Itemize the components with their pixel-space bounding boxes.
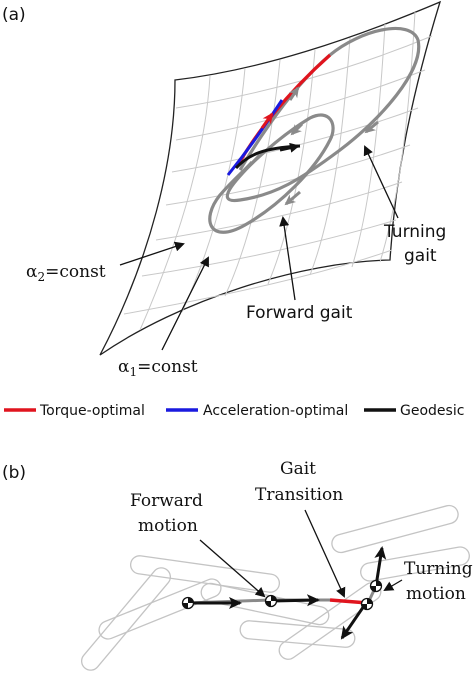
torque-optimal-arrow [260,112,274,129]
forward-gait-loop [208,113,335,234]
panel-a-tag: (a) [2,5,26,25]
forward-motion-label-2: motion [138,516,198,536]
turning-motion-pointer [383,579,403,592]
turning-gait-label-2: gait [404,246,437,266]
alpha1-grid-lines [139,11,416,331]
velocity-arrow-2 [271,594,320,607]
geodesic-arrow [279,142,300,153]
forward-gait-arrow [284,190,301,206]
turning-gait-label-1: Turning [383,222,446,242]
forward-gait-pointer [279,216,296,301]
acceleration-optimal-path [226,99,284,176]
com-marker-4 [369,579,383,593]
manifold-surface [99,0,442,356]
robot-link-outlines [80,504,470,671]
legend-label-acceleration: Acceleration-optimal [203,403,348,419]
com-marker-2 [264,594,278,608]
com-marker-1 [181,596,195,610]
turning-gait-pointer [363,145,399,219]
alpha2-pointer [119,241,185,266]
gait-transition-label-1: Gait [280,459,316,479]
velocity-arrow-3 [340,602,368,640]
legend: Torque-optimal Acceleration-optimal Geod… [4,403,464,419]
svg-text:α2=const: α2=const [26,262,106,284]
panel-b: (b) [2,459,473,671]
svg-text:α1=const: α1=const [118,357,198,379]
forward-gait-arrow-2 [290,122,304,136]
alpha2-const-label: α2=const [26,262,106,284]
alpha1-pointer [161,256,209,351]
forward-motion-pointer [199,539,266,598]
gait-transition-label-2: Transition [255,485,343,505]
turning-motion-label-2: motion [406,584,466,604]
forward-motion-label-1: Forward [130,491,203,511]
legend-label-geodesic: Geodesic [400,403,464,419]
gait-transition-pointer [304,509,346,598]
turning-gait-arrow [364,120,379,134]
panel-b-tag: (b) [2,463,26,483]
velocity-arrow-4 [374,546,387,587]
turning-gait-arrow-3 [288,86,300,101]
panel-a: (a) [2,0,446,379]
turning-motion-label-1: Turning [404,559,473,579]
alpha1-const-label: α1=const [118,357,198,379]
com-marker-3 [360,597,374,611]
forward-gait-label: Forward gait [246,303,353,323]
legend-label-torque: Torque-optimal [39,403,145,419]
